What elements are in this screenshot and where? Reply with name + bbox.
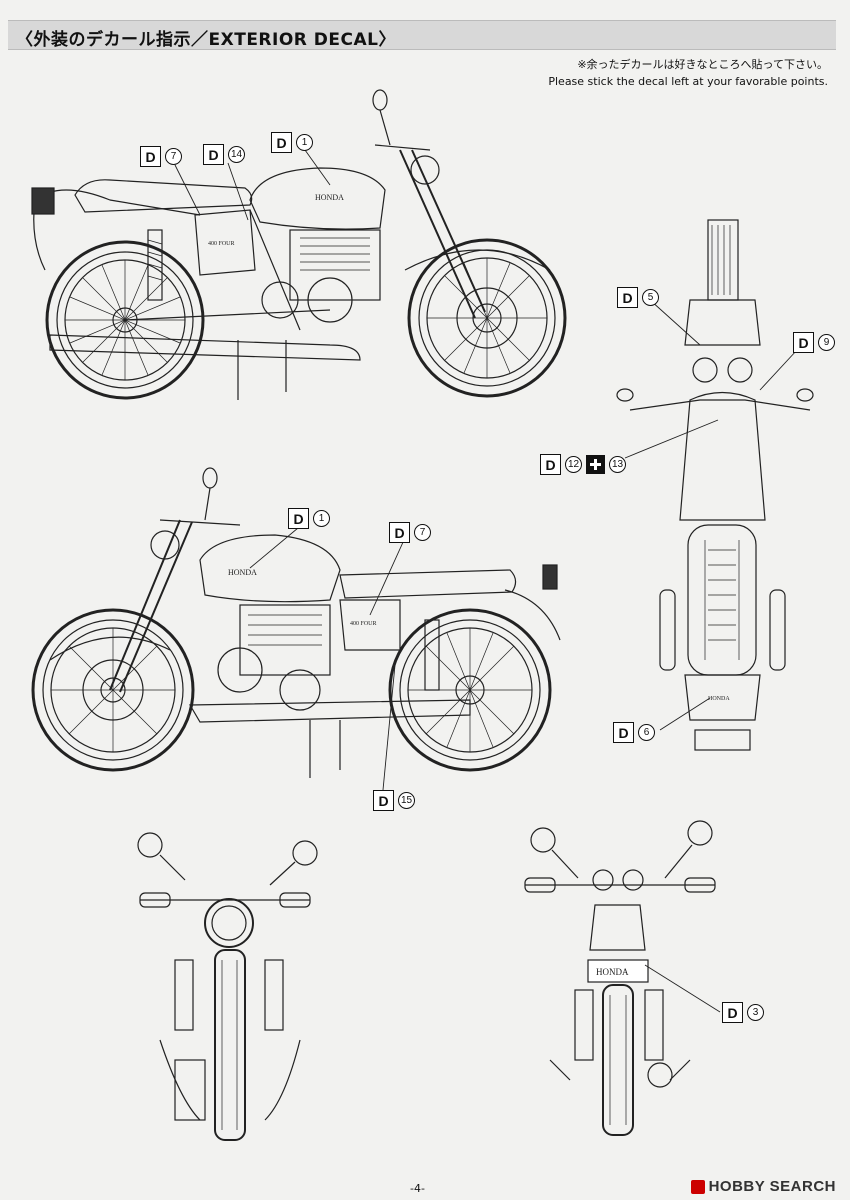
decal-number: 15	[398, 792, 415, 809]
decal-sheet-d-box: D	[373, 790, 394, 811]
decal-number: 13	[609, 456, 626, 473]
side-cover-label: 400 FOUR	[208, 241, 235, 247]
decal-number: 7	[165, 148, 182, 165]
note-english: Please stick the decal left at your favo…	[548, 75, 828, 88]
decal-number: 12	[565, 456, 582, 473]
motorcycle-side-view-left: HONDA 400 FOUR	[31, 89, 567, 400]
watermark-text: HOBBY SEARCH	[708, 1178, 836, 1195]
decal-sheet-d-box: D	[613, 722, 634, 743]
decal-sheet-d-box: D	[617, 287, 638, 308]
decal-sheet-d-box: D	[389, 522, 410, 543]
top-plate-label: HONDA	[708, 696, 730, 702]
decal-callout-9: D 9	[793, 332, 835, 353]
decal-number: 3	[747, 1004, 764, 1021]
motorcycle-rear-view: HONDA	[524, 820, 716, 1136]
decal-callout-5: D 5	[617, 287, 659, 308]
decal-sheet-d-box: D	[140, 146, 161, 167]
section-title: 〈外装のデカール指示／EXTERIOR DECAL〉	[16, 30, 396, 50]
side-cover-label-2: 400 FOUR	[350, 621, 377, 627]
decal-callout-1-right: D 1	[288, 508, 330, 529]
motorcycle-front-view	[137, 832, 318, 1141]
decal-callout-3: D 3	[722, 1002, 764, 1023]
decal-sheet-d-box: D	[271, 132, 292, 153]
cross-icon	[586, 455, 605, 474]
decal-number: 7	[414, 524, 431, 541]
page-number: -4-	[410, 1182, 425, 1195]
motorcycle-side-view-right: HONDA 400 FOUR	[31, 467, 561, 778]
decal-number: 1	[313, 510, 330, 527]
decal-sheet-d-box: D	[722, 1002, 743, 1023]
note-japanese: ※余ったデカールは好きなところへ貼って下さい。	[577, 58, 828, 71]
motorcycle-top-view: HONDA	[616, 219, 814, 751]
watermark-logo-icon	[690, 1179, 705, 1194]
decal-number: 5	[642, 289, 659, 306]
decal-sheet-d-box: D	[540, 454, 561, 475]
rear-plate-label: HONDA	[596, 967, 629, 977]
decal-number: 14	[228, 146, 245, 163]
callout-leader-lines	[174, 149, 798, 1013]
decal-callout-7: D 7	[140, 146, 182, 167]
instruction-note: ※余ったデカールは好きなところへ貼って下さい。 Please stick the…	[548, 56, 828, 90]
decal-number: 1	[296, 134, 313, 151]
decal-callout-6: D 6	[613, 722, 655, 743]
decal-sheet-d-box: D	[288, 508, 309, 529]
section-header: 〈外装のデカール指示／EXTERIOR DECAL〉	[8, 20, 836, 50]
decal-callout-7-right: D 7	[389, 522, 431, 543]
decal-number: 9	[818, 334, 835, 351]
tank-brand-label-2: HONDA	[228, 568, 257, 577]
tank-brand-label: HONDA	[315, 193, 344, 202]
decal-callout-12-13: D 12 13	[540, 454, 626, 475]
decal-number: 6	[638, 724, 655, 741]
decal-sheet-d-box: D	[793, 332, 814, 353]
decal-sheet-d-box: D	[203, 144, 224, 165]
decal-callout-15: D 15	[373, 790, 415, 811]
watermark: HOBBY SEARCH	[690, 1178, 836, 1195]
decal-callout-14: D 14	[203, 144, 245, 165]
decal-callout-1: D 1	[271, 132, 313, 153]
